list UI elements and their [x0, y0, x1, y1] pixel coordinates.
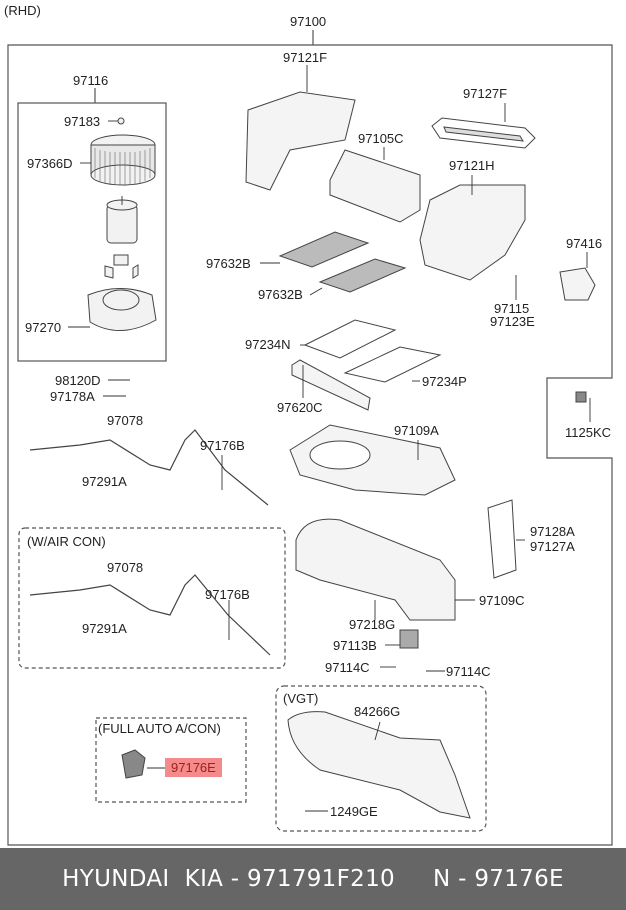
- duct-84266g-shape: [287, 711, 471, 819]
- part-label-97176b-1: 97176B: [200, 438, 245, 453]
- frame-97234p-shape: [343, 346, 442, 383]
- part-label-97620c: 97620C: [277, 400, 323, 415]
- filter-97632b-1-shape: [278, 231, 370, 268]
- part-label-97234n: 97234N: [245, 337, 291, 352]
- case-97109c-shape: [295, 518, 456, 621]
- wair-con-box: [18, 527, 286, 669]
- part-label-97115: 97115: [494, 301, 530, 316]
- footer-part-number: 971791F210: [247, 866, 395, 892]
- part-label-97176e-highlighted: 97176E: [165, 758, 222, 777]
- vgt-box: [275, 685, 487, 832]
- vgt-title: (VGT): [283, 691, 319, 706]
- variant-label: (RHD): [4, 3, 41, 18]
- part-label-97121f: 97121F: [283, 50, 328, 65]
- part-label-97270: 97270: [25, 320, 62, 335]
- part-label-97105c: 97105C: [358, 131, 404, 146]
- filter-cover-97105c-shape: [329, 149, 421, 223]
- part-label-1125kc: 1125KC: [565, 425, 612, 440]
- part-label-97114c-1: 97114C: [325, 660, 370, 675]
- resistor-97113b-shape: [399, 629, 419, 649]
- part-label-97078-2: 97078: [107, 560, 144, 575]
- footer-n-value: 97176E: [474, 866, 564, 892]
- part-label-98120d: 98120D: [55, 373, 101, 388]
- part-label-97176b-2: 97176B: [205, 587, 250, 602]
- filter-97632b-2-shape: [318, 258, 407, 293]
- wair-con-title: (W/AIR CON): [27, 534, 106, 549]
- part-label-97078-1: 97078: [107, 413, 144, 428]
- part-label-97121h: 97121H: [449, 158, 495, 173]
- harness-97078-1-shape: [29, 429, 269, 506]
- footer-bar: HYUNDAI KIA - 971791F210 N - 97176E: [0, 848, 626, 910]
- part-label-97178a: 97178A: [50, 389, 95, 404]
- full-auto-box: [95, 717, 247, 803]
- footer-brand: HYUNDAI KIA: [62, 866, 224, 892]
- part-label-97291a-2: 97291A: [82, 621, 127, 636]
- case-97121f-shape: [245, 91, 356, 191]
- harness-97078-2-shape: [29, 574, 271, 656]
- blower-wheel-shape: [87, 117, 157, 331]
- part-label-97416: 97416: [566, 236, 603, 251]
- part-label-97291a-1: 97291A: [82, 474, 127, 489]
- part-label-84266g: 84266G: [354, 704, 401, 719]
- actuator-97416-shape: [559, 267, 596, 301]
- part-label-97218g: 97218G: [349, 617, 396, 632]
- exploded-parts-diagram: [7, 30, 613, 846]
- door-97620c-shape: [291, 359, 371, 411]
- frame-97234n-shape: [303, 319, 397, 359]
- footer-n-prefix: N -: [394, 866, 475, 892]
- case-97121h-shape: [419, 184, 526, 281]
- part-label-1249ge: 1249GE: [330, 804, 378, 819]
- part-label-97127f: 97127F: [463, 86, 508, 101]
- part-label-97127a: 97127A: [530, 539, 575, 554]
- part-label-97183: 97183: [64, 114, 101, 129]
- part-label-97128a: 97128A: [530, 524, 575, 539]
- part-label-97109c: 97109C: [479, 593, 525, 608]
- part-label-97116: 97116: [73, 73, 109, 88]
- part-label-97109a: 97109A: [394, 423, 439, 438]
- gasket-97128a-shape: [487, 499, 517, 579]
- footer-sep: -: [223, 866, 248, 892]
- assembly-frame: [7, 44, 613, 846]
- bolt-1125kc-shape: [575, 391, 587, 403]
- part-label-97234p: 97234P: [422, 374, 467, 389]
- full-auto-title: (FULL AUTO A/CON): [98, 721, 221, 736]
- part-label-97632b-1: 97632B: [206, 256, 251, 271]
- part-label-97114c-2: 97114C: [446, 664, 491, 679]
- blower-motor-box: [17, 102, 167, 362]
- part-label-97113b: 97113B: [333, 638, 377, 653]
- assembly-number-label: 97100: [290, 14, 327, 29]
- part-label-97632b-2: 97632B: [258, 287, 303, 302]
- resistor-97176e-shape: [121, 749, 146, 779]
- part-label-97366d: 97366D: [27, 156, 73, 171]
- part-label-97123e: 97123E: [490, 314, 535, 329]
